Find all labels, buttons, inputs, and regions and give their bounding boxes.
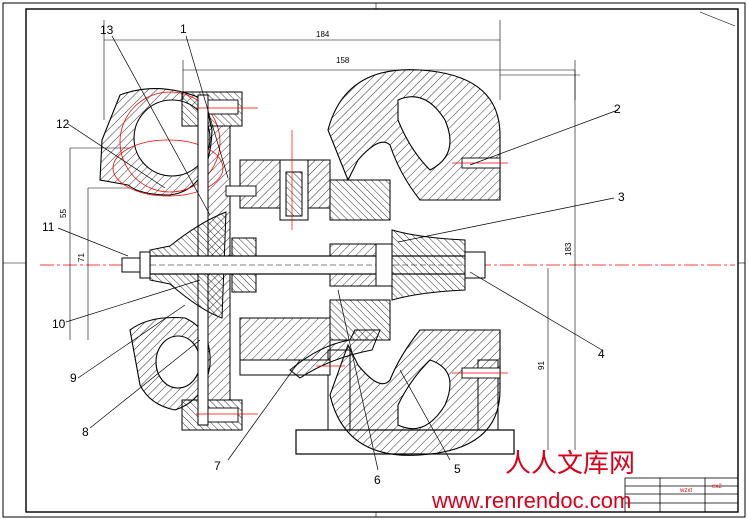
shaft-washer: [139, 251, 151, 279]
bolt-red-centerlines: [196, 107, 508, 415]
dimension-inner-width: 158: [336, 56, 350, 65]
inner-frame: [25, 8, 739, 513]
part-label-8: 8: [82, 425, 89, 439]
turbine-wheel: [391, 229, 466, 301]
title-block-cell-a: wzxt: [679, 488, 692, 494]
part-label-2: 2: [614, 102, 621, 116]
dimension-height-right: 183: [564, 242, 573, 256]
frame-corner-tick: [699, 11, 736, 27]
dimension-height-right-small: 91: [537, 361, 546, 370]
turbine-nose: [464, 251, 486, 279]
part-label-5: 5: [454, 462, 461, 476]
shaft-nut: [121, 257, 141, 273]
part-label-10: 10: [52, 317, 66, 331]
watermark-url: www.renrendoc.com: [431, 488, 631, 513]
part-label-1: 1: [180, 22, 187, 36]
oil-drain-cone: [289, 329, 381, 379]
part-label-4: 4: [598, 347, 605, 361]
part-label-6: 6: [374, 473, 381, 487]
title-block: [624, 477, 739, 513]
dimension-overall-width: 184: [316, 30, 330, 39]
part-label-7: 7: [214, 459, 221, 473]
title-block-cell-b: ex2: [712, 484, 722, 490]
dimension-height-left-small: 71: [77, 253, 86, 262]
part-label-13: 13: [100, 23, 114, 37]
dimension-height-left: 55: [59, 209, 68, 218]
part-label-11: 11: [42, 220, 55, 234]
watermark-chinese: 人人文库网: [505, 449, 635, 479]
leader-lines: [57, 35, 619, 471]
dimension-lines: [69, 20, 580, 450]
part-label-3: 3: [618, 190, 625, 204]
turbine-volute: [327, 69, 501, 456]
part-label-9: 9: [70, 371, 77, 385]
part-label-12: 12: [56, 117, 70, 131]
